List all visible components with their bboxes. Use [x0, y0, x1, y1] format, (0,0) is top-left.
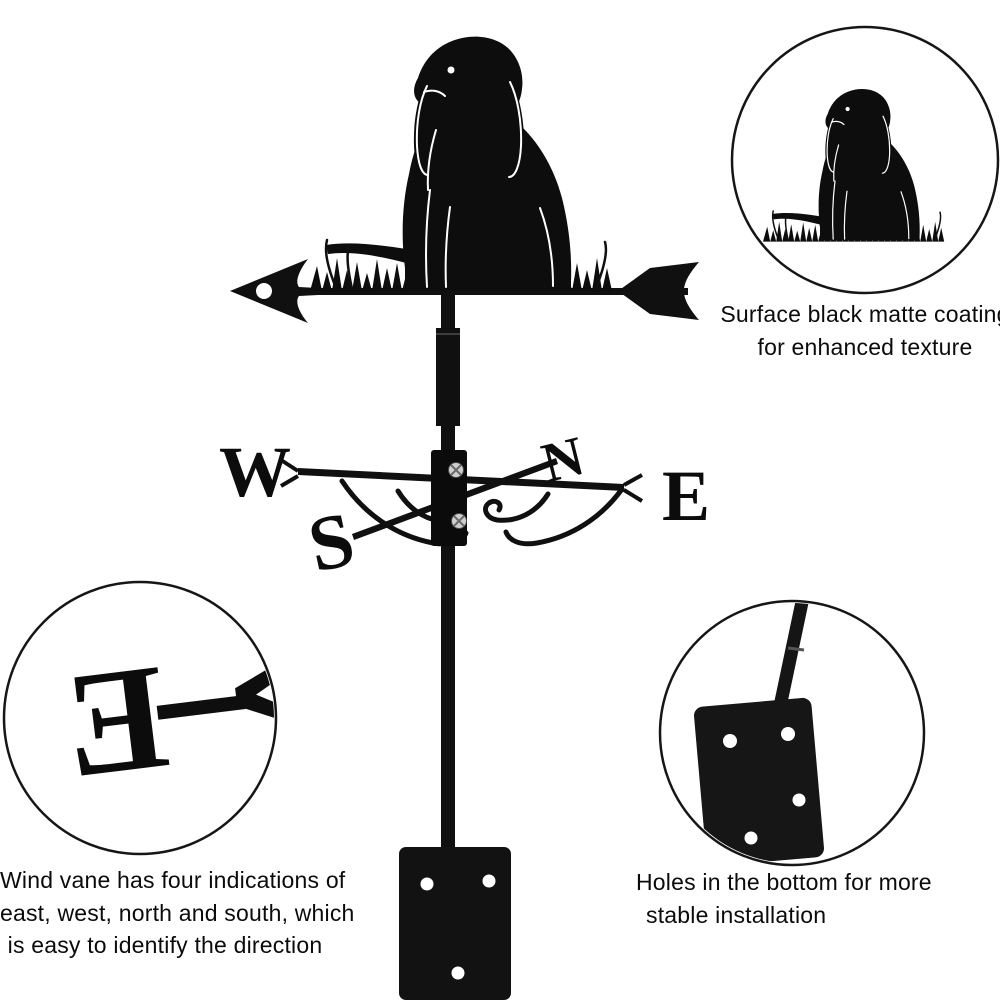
screw-top-icon: [448, 462, 464, 478]
caption-holes-line2: stable installation: [646, 901, 827, 928]
arm-brackets: [279, 458, 644, 503]
letter-east: E: [662, 456, 710, 536]
callout-letter-e: E: [56, 632, 176, 809]
caption-directions-line3: is easy to identify the direction: [7, 932, 323, 959]
callout-rod: [773, 603, 810, 710]
arrow-head-hole: [256, 283, 272, 299]
caption-holes: Holes in the bottom for more stable inst…: [636, 866, 976, 931]
callout-circle-outline: [2, 580, 278, 856]
callout-plate-hole: [781, 727, 795, 741]
callout-rod-joint: [787, 646, 805, 652]
letter-south: S: [301, 495, 362, 589]
caption-directions-line2: east, west, north and south, which: [0, 899, 355, 926]
callout-plate-hole: [792, 793, 806, 807]
caption-coating: Surface black matte coating for enhanced…: [700, 298, 1000, 363]
screw-bottom-icon: [451, 513, 467, 529]
mounting-hole: [482, 874, 496, 888]
letter-west: W: [219, 432, 291, 512]
arrow: [230, 259, 699, 323]
dog-silhouette: [308, 35, 614, 293]
caption-coating-line2: for enhanced texture: [757, 333, 973, 360]
arrow-fletching: [618, 262, 699, 320]
mounting-plate: [399, 847, 511, 1000]
caption-directions-line1: Wind vane has four indications of: [0, 867, 346, 893]
pole-rod: [441, 293, 455, 853]
arrow-head: [230, 259, 318, 323]
pole-upper-section: [436, 328, 460, 426]
mounting-hole: [451, 966, 465, 980]
callout-plate-hole: [723, 734, 737, 748]
arrow-shaft: [248, 288, 688, 295]
callout-circle-plate: [658, 599, 926, 867]
callout-letter-arm: [156, 695, 246, 720]
callout-letter-bracket: [235, 662, 274, 723]
pole: [436, 293, 460, 853]
mounting-hole: [420, 877, 434, 891]
caption-wind-directions: Wind vane has four indications of east, …: [0, 864, 355, 962]
callout-plate-body: [694, 697, 824, 863]
direction-cross: W N E S: [219, 425, 710, 589]
caption-holes-line1: Holes in the bottom for more: [636, 869, 932, 895]
caption-coating-line1: Surface black matte coating: [720, 301, 1000, 327]
callout-circle-coating: [730, 25, 1000, 295]
callout-plate-hole: [744, 831, 758, 845]
callout-circle-letter: E: [2, 580, 278, 856]
